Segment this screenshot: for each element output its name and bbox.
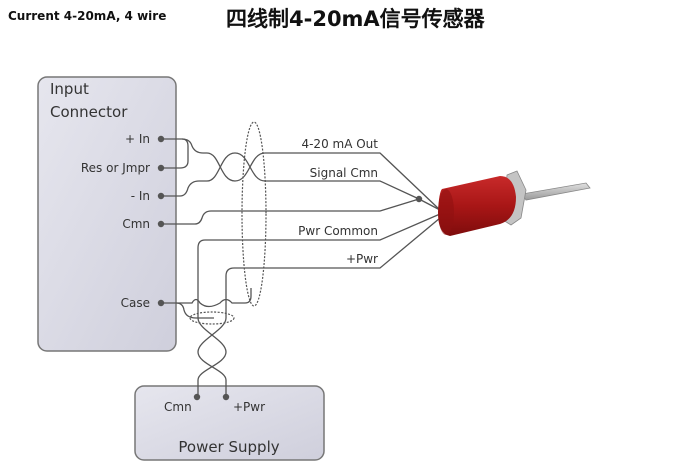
title-english: Current 4-20mA, 4 wire — [8, 9, 167, 23]
wire-4-20-out — [206, 152, 441, 211]
pin-label-case: Case — [121, 296, 150, 310]
wire-label-pwr-common: Pwr Common — [298, 224, 378, 238]
ps-pin-label-pwr: +Pwr — [233, 400, 265, 414]
input-connector-title-1: Input — [50, 80, 89, 98]
wire-case-shield — [175, 302, 214, 319]
shield-ellipse-signal — [241, 121, 267, 307]
shield-ellipse-power — [189, 311, 235, 325]
input-connector-box: Input Connector + In Res or Jmpr - In Cm… — [37, 76, 177, 352]
wire-pwr-common — [197, 213, 441, 397]
ps-pin-label-cmn: Cmn — [164, 400, 192, 414]
sensor-icon — [438, 170, 591, 236]
title-chinese: 四线制4-20mA信号传感器 — [226, 7, 485, 31]
sensor-shaft — [521, 182, 591, 201]
junction-dot — [415, 195, 423, 203]
input-connector-title-2: Connector — [50, 103, 128, 121]
wire-case — [161, 288, 252, 308]
wire-plus-in — [181, 138, 207, 154]
wire-cmn — [161, 198, 420, 225]
wire-plus-pwr — [197, 217, 441, 397]
pin-label-res-jmpr: Res or Jmpr — [81, 161, 150, 175]
pin-label-minus-in: - In — [131, 189, 150, 203]
wire-signal-cmn — [206, 152, 420, 200]
pin-label-cmn: Cmn — [122, 217, 150, 231]
power-supply-box: Cmn +Pwr Power Supply — [134, 385, 325, 461]
wire-label-signal-cmn: Signal Cmn — [310, 166, 378, 180]
wire-label-plus-pwr: +Pwr — [346, 252, 378, 266]
pin-label-plus-in: + In — [125, 132, 150, 146]
ps-pin-dot-cmn — [193, 393, 201, 401]
wire-minus-in — [161, 180, 207, 197]
wires — [161, 138, 441, 397]
sensor-body — [438, 176, 516, 236]
wire-common-to-sensor — [418, 198, 441, 211]
wire-label-4-20-out: 4-20 mA Out — [301, 137, 378, 151]
power-supply-title: Power Supply — [178, 438, 279, 456]
